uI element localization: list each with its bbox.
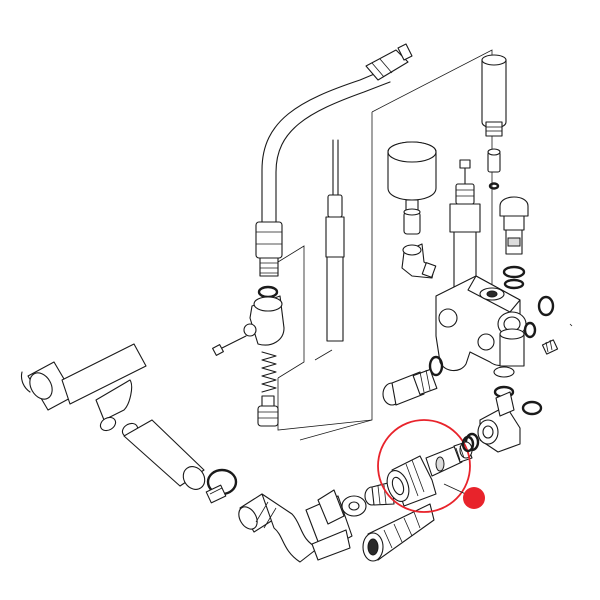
bottom-o-rings bbox=[461, 435, 475, 453]
washer bbox=[341, 495, 367, 517]
accumulator bbox=[387, 141, 437, 235]
swivel-housing bbox=[212, 295, 285, 427]
small-plug bbox=[541, 339, 559, 355]
highlight-circle bbox=[377, 419, 471, 513]
hose-clamp bbox=[205, 468, 238, 504]
lance-rod bbox=[325, 139, 345, 342]
valve-piston bbox=[449, 159, 481, 293]
pressure-switch bbox=[481, 54, 507, 190]
side-seals bbox=[428, 295, 573, 399]
highlight-annotation bbox=[377, 419, 485, 513]
highlight-marker-dot bbox=[463, 487, 485, 509]
inlet-hose bbox=[20, 343, 206, 490]
check-cartridge bbox=[499, 196, 529, 290]
spring bbox=[261, 351, 277, 393]
high-pressure-hose bbox=[255, 43, 413, 299]
assembly-guide-lines bbox=[277, 49, 493, 441]
inlet-fitting bbox=[238, 489, 353, 563]
elbow-fitting bbox=[401, 243, 437, 279]
banjo-bolt bbox=[382, 368, 438, 406]
tee-fitting bbox=[464, 391, 543, 453]
unloader-valve-body bbox=[435, 275, 527, 378]
inlet-funnel-filter bbox=[362, 503, 435, 562]
